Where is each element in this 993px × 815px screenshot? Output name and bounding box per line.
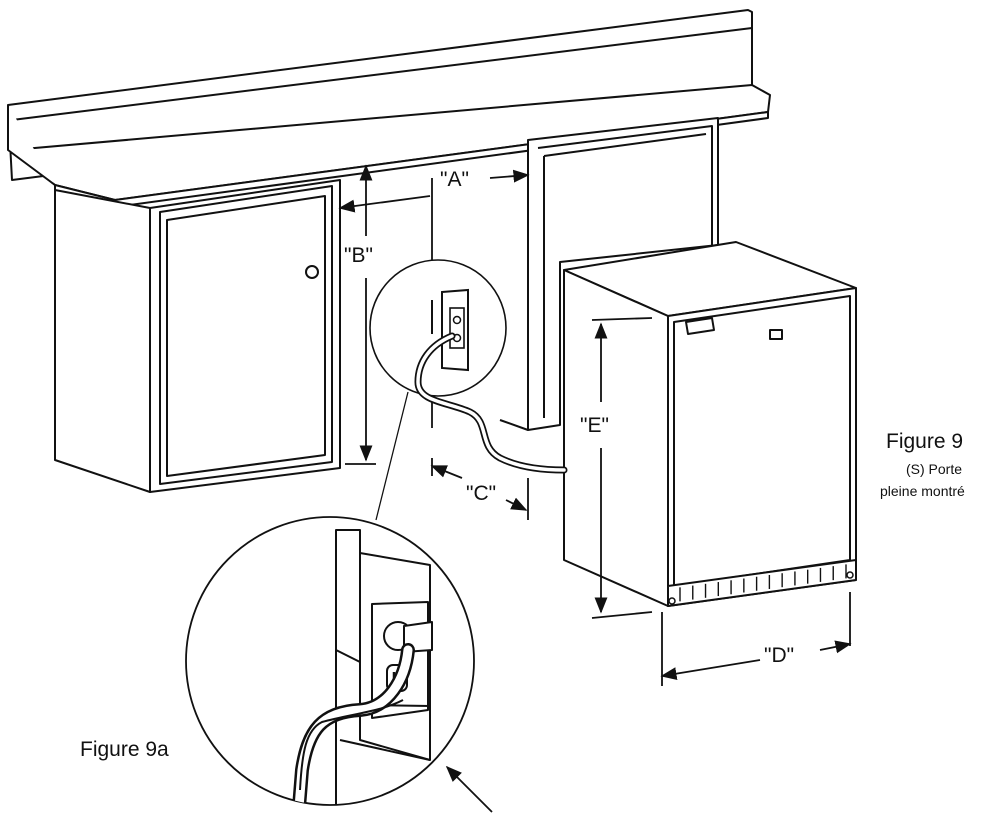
foot-screw-left xyxy=(668,597,676,605)
right-cabinet xyxy=(499,117,719,431)
outlet-detail-circle xyxy=(369,259,507,397)
pointer-arrow xyxy=(445,765,493,813)
dimension-lines xyxy=(338,164,852,686)
left-cabinet xyxy=(54,179,341,493)
figure-9-title: Figure 9 xyxy=(886,430,963,453)
dimension-label-b: "B" xyxy=(344,244,373,267)
refrigerator-unit xyxy=(563,241,857,607)
power-cord xyxy=(414,332,568,474)
foot-screw-right xyxy=(846,571,854,579)
dimension-label-a: "A" xyxy=(440,168,469,191)
dimension-label-c: "C" xyxy=(466,482,496,505)
detail-leader-line xyxy=(375,391,409,521)
figure-9-caption-line1: (S) Porte xyxy=(906,461,962,477)
countertop xyxy=(7,9,771,208)
figure-9-caption-line2: pleine montré xyxy=(880,483,965,499)
cabinet-knob xyxy=(305,265,319,279)
kickplate-grille xyxy=(679,564,847,602)
dimension-label-e: "E" xyxy=(580,414,609,437)
dimension-label-d: "D" xyxy=(764,644,794,667)
figure-9a-title: Figure 9a xyxy=(80,738,169,761)
detail-circle-9a xyxy=(185,516,475,806)
